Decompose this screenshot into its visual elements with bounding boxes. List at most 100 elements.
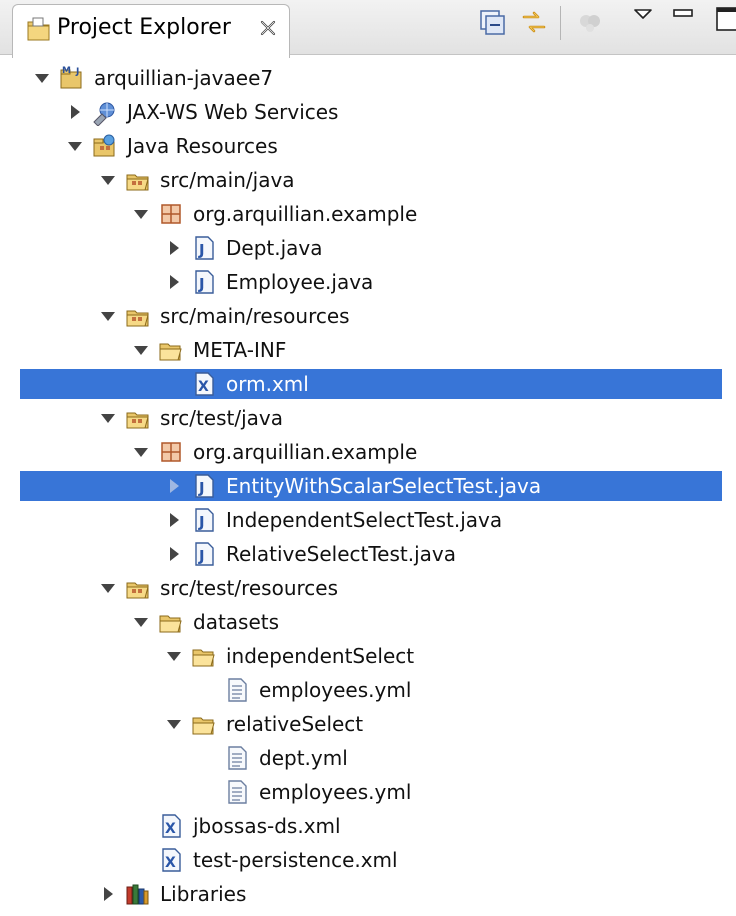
- chevron-down-icon[interactable]: [133, 342, 149, 358]
- svg-text:X: X: [198, 379, 209, 395]
- tree-item-label: org.arquillian.example: [193, 440, 418, 464]
- collapse-all-icon[interactable]: [478, 8, 506, 36]
- package-icon: [161, 442, 181, 462]
- chevron-right-icon[interactable]: [166, 240, 182, 256]
- chevron-down-icon[interactable]: [100, 410, 116, 426]
- tree-item-label: META-INF: [193, 338, 287, 362]
- tree-item[interactable]: Java Resources: [0, 129, 736, 163]
- chevron-down-icon[interactable]: [34, 70, 50, 86]
- tree-item[interactable]: dept.yml: [0, 741, 736, 775]
- tree-item[interactable]: src/test/resources: [0, 571, 736, 605]
- libraries-icon: [126, 884, 149, 905]
- package-icon: [161, 204, 181, 224]
- svg-text:X: X: [165, 855, 176, 871]
- chevron-down-icon[interactable]: [100, 308, 116, 324]
- tree-item-label: src/main/resources: [160, 304, 350, 328]
- tree-item[interactable]: src/main/resources: [0, 299, 736, 333]
- tree-item-label: Libraries: [160, 882, 247, 906]
- toolbar-separator: [560, 6, 561, 40]
- svg-text:J: J: [198, 479, 205, 497]
- tree-item-label: orm.xml: [226, 372, 309, 396]
- tree-scroll-area: [724, 59, 736, 916]
- tree-item[interactable]: src/test/java: [0, 401, 736, 435]
- svg-text:M: M: [62, 66, 71, 76]
- selection-highlight: [20, 471, 722, 501]
- svg-text:J: J: [75, 67, 79, 77]
- chevron-down-icon[interactable]: [166, 648, 182, 664]
- chevron-down-icon[interactable]: [133, 614, 149, 630]
- tree-item-label: relativeSelect: [226, 712, 364, 736]
- tree-item-label: dept.yml: [259, 746, 348, 770]
- tree-item-label: org.arquillian.example: [193, 202, 418, 226]
- java-file-icon: J: [195, 474, 214, 498]
- chevron-right-icon[interactable]: [100, 886, 116, 902]
- source-folder-icon: [126, 174, 149, 191]
- chevron-right-icon[interactable]: [166, 546, 182, 562]
- svg-text:J: J: [198, 513, 205, 531]
- tree-item[interactable]: JAX-WS Web Services: [0, 95, 736, 129]
- source-folder-icon: [126, 310, 149, 327]
- tree-item[interactable]: datasets: [0, 605, 736, 639]
- xml-file-icon: X: [162, 814, 181, 838]
- tree-item[interactable]: J Employee.java: [0, 265, 736, 299]
- java-file-icon: J: [195, 236, 214, 260]
- tree-item[interactable]: Libraries: [0, 877, 736, 911]
- tree-item[interactable]: independentSelect: [0, 639, 736, 673]
- tree-item-label: src/test/resources: [160, 576, 339, 600]
- tree-item[interactable]: META-INF: [0, 333, 736, 367]
- web-services-icon: [93, 102, 115, 126]
- tree-item-label: Java Resources: [127, 134, 278, 158]
- chevron-down-icon[interactable]: [133, 206, 149, 222]
- chevron-right-icon[interactable]: [67, 104, 83, 120]
- tree-item[interactable]: relativeSelect: [0, 707, 736, 741]
- link-with-editor-icon[interactable]: [520, 8, 548, 36]
- text-file-icon: [228, 780, 247, 804]
- tree-item[interactable]: org.arquillian.example: [0, 197, 736, 231]
- chevron-down-icon[interactable]: [100, 580, 116, 596]
- tab-project-explorer[interactable]: Project Explorer: [12, 4, 290, 58]
- chevron-down-icon[interactable]: [166, 716, 182, 732]
- svg-text:J: J: [198, 241, 205, 259]
- tree-item-label: RelativeSelectTest.java: [226, 542, 456, 566]
- tree-item[interactable]: src/main/java: [0, 163, 736, 197]
- text-file-icon: [228, 678, 247, 702]
- tree-item-label: employees.yml: [259, 678, 412, 702]
- selection-highlight: [20, 369, 722, 399]
- tree-item[interactable]: employees.yml: [0, 673, 736, 707]
- maximize-icon[interactable]: [712, 4, 736, 32]
- xml-file-icon: X: [162, 848, 181, 872]
- folder-open-icon: [192, 649, 215, 667]
- chevron-down-icon[interactable]: [133, 444, 149, 460]
- java-file-icon: J: [195, 270, 214, 294]
- tree-item-label: Employee.java: [226, 270, 374, 294]
- tree-item[interactable]: J IndependentSelectTest.java: [0, 503, 736, 537]
- close-icon[interactable]: [259, 19, 277, 37]
- focus-on-task-icon[interactable]: [576, 8, 604, 36]
- view-toolbar: Project Explorer: [0, 0, 736, 58]
- minimize-icon[interactable]: [670, 4, 696, 24]
- java-resources-icon: [93, 134, 115, 157]
- view-menu-icon[interactable]: [632, 4, 654, 24]
- chevron-down-icon[interactable]: [67, 138, 83, 154]
- tree-item[interactable]: employees.yml: [0, 775, 736, 809]
- folder-open-icon: [192, 717, 215, 735]
- chevron-down-icon[interactable]: [100, 172, 116, 188]
- tree-item-label: JAX-WS Web Services: [127, 100, 339, 124]
- chevron-right-icon[interactable]: [166, 274, 182, 290]
- tree-item-label: src/main/java: [160, 168, 295, 192]
- tree-item-label: IndependentSelectTest.java: [226, 508, 503, 532]
- tree-item-label: datasets: [193, 610, 280, 634]
- tree-item[interactable]: org.arquillian.example: [0, 435, 736, 469]
- chevron-right-icon[interactable]: [166, 512, 182, 528]
- tree-item-label: arquillian-javaee7: [94, 66, 274, 90]
- chevron-right-icon[interactable]: [166, 478, 182, 494]
